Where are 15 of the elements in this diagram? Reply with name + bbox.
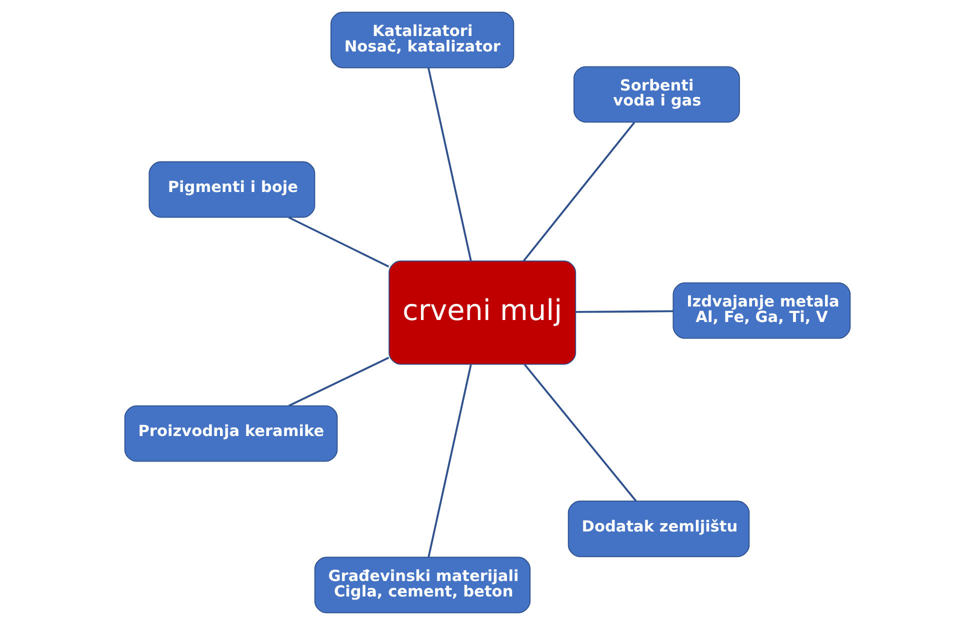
connector	[288, 216, 390, 268]
node-box: Građevinski materijali Cigla, cement, beton	[314, 556, 531, 614]
connector	[288, 356, 390, 407]
node-box: Dodatak zemljištu	[568, 500, 750, 558]
node-box: Katalizatori Nosač, katalizator	[330, 12, 514, 68]
node-box: Sorbenti voda i gas	[574, 66, 740, 123]
node-box: Pigmenti i boje	[148, 161, 316, 218]
node-box: crveni mulj	[388, 260, 576, 365]
connector	[524, 364, 637, 502]
connector	[522, 122, 636, 262]
connector	[428, 68, 472, 261]
connector	[576, 310, 674, 313]
node-box: Izdvajanje metala Al, Fe, Ga, Ti, V	[672, 282, 851, 339]
node-box: Proizvodnja keramike	[124, 405, 338, 462]
connector	[428, 364, 472, 558]
